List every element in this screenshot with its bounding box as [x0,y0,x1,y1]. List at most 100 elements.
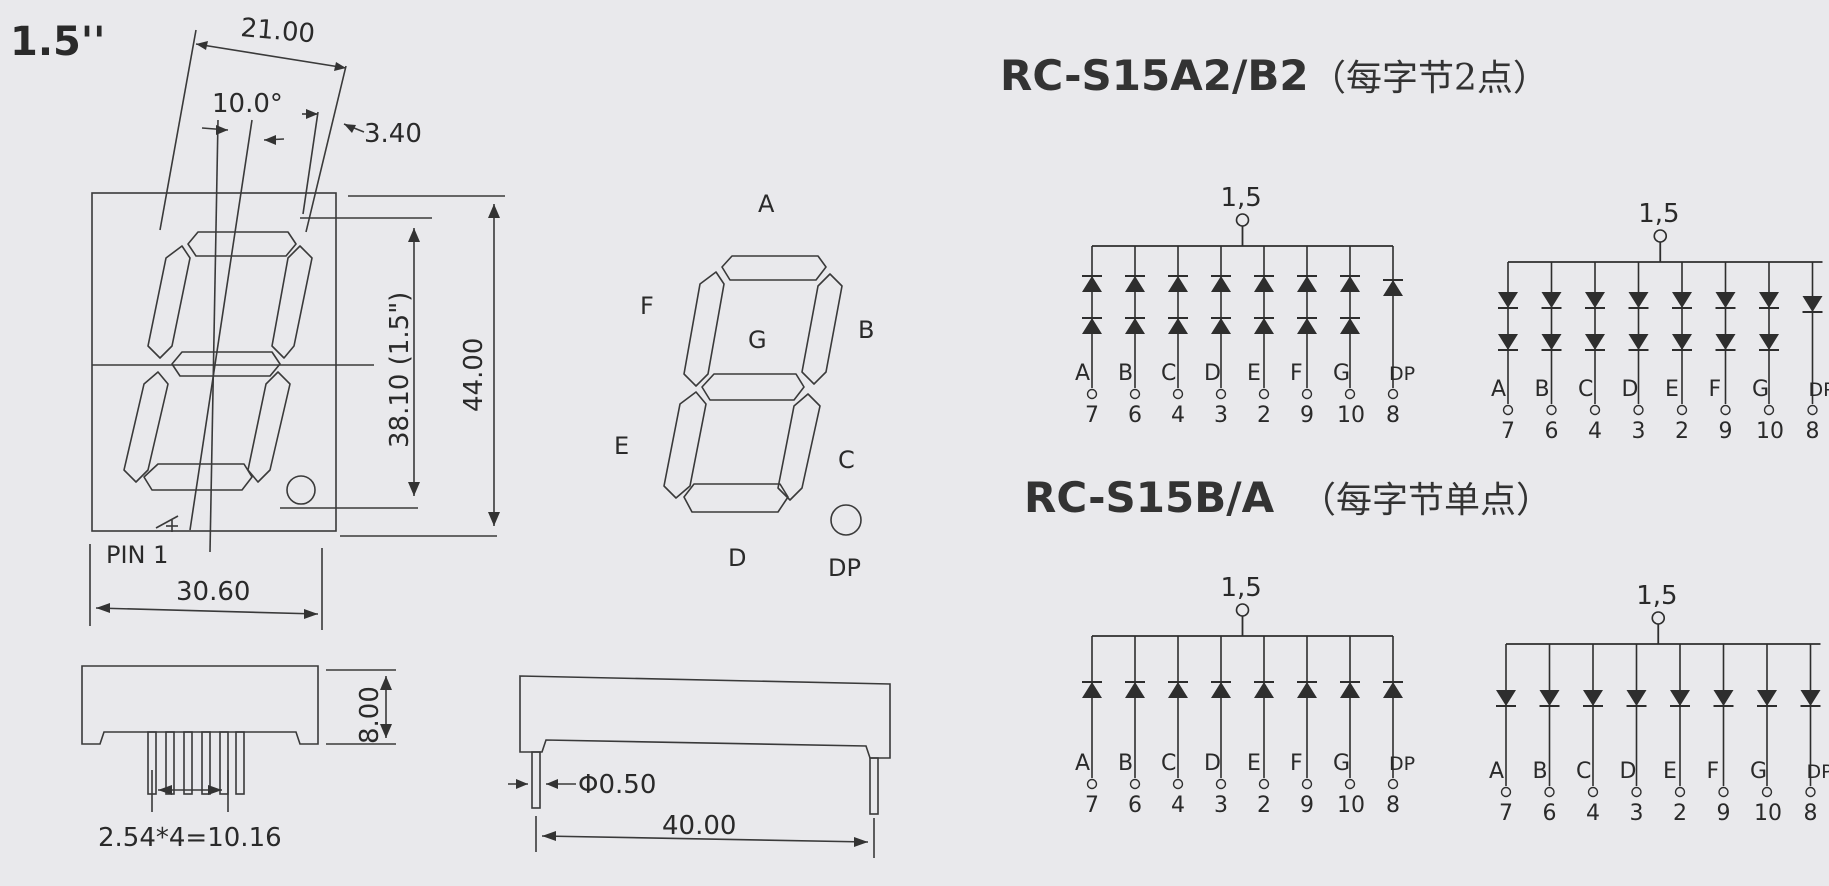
pin-number-label: 6 [1543,801,1557,826]
segment-d-shape [683,483,789,513]
led-diode [1498,334,1518,350]
segment-d-label: D [728,544,746,572]
segment-diagram: A B C D E F G DP [614,190,874,582]
led-diode [1759,292,1779,308]
segment-pin-terminal [1258,778,1270,790]
led-diode [1670,690,1690,706]
pin-number-label: 2 [1257,793,1271,818]
circuit-1-title-cn: （每字节2点） [1310,58,1549,99]
dim-digit-height: 38.10 (1.5") [385,292,415,448]
segment-dp-label: DP [828,554,861,582]
pin-number-label: 9 [1300,403,1314,428]
segment-pin-terminal [1546,404,1557,416]
segment-name-label: A [1489,759,1504,784]
segment-pin-terminal [1674,786,1686,798]
led-diode [1211,682,1231,698]
dim-width-bottom: 30.60 [176,577,250,607]
led-diode [1168,682,1188,698]
led-diode [1715,334,1736,350]
pin-number-label: 7 [1085,403,1099,428]
segment-name-label: DP [1807,761,1829,783]
segment-pin-terminal [1761,786,1773,798]
pin-number-label: 8 [1386,793,1400,818]
segment-pin-terminal [1500,786,1512,798]
segment-pin-terminal [1633,404,1644,416]
led-diode [1168,318,1188,334]
circuit-2-title-cn: （每字节单点） [1300,480,1552,521]
led-diode [1672,334,1692,350]
pin-number-label: 2 [1673,801,1687,826]
segment-name-label: E [1247,751,1261,776]
common-pin-label: 1,5 [1221,183,1262,213]
led-diode [1583,690,1603,706]
segment-pin-terminal [1301,778,1313,790]
segment-name-label: C [1161,751,1176,776]
segment-name-label: G [1752,377,1769,402]
circuit-2-title: RC-S15B/A [1024,473,1275,522]
common-pin-terminal [1653,229,1668,243]
segment-pin-terminal [1215,778,1227,790]
segment-pin-terminal [1720,404,1731,416]
pin-number-label: 3 [1214,793,1228,818]
segment-pin-terminal [1631,786,1642,798]
pin-number-label: 8 [1806,419,1820,444]
pin-number-label: 2 [1257,403,1271,428]
segment-a-label: A [758,190,775,218]
segment-pin-terminal [1805,786,1816,798]
segment-pin-terminal [1718,786,1729,798]
side-view: 8.00 2.54*4=10.16 [81,665,396,853]
segment-name-label: B [1118,751,1133,776]
circuit-diagrams: 1,5A7B6C4D3E2F9G10DP81,5A7B6C4D3E2F9G10D… [1075,183,1829,826]
segment-name-label: B [1118,361,1133,386]
pin-number-label: 10 [1754,801,1782,826]
segment-name-label: F [1290,361,1303,386]
led-diode [1800,690,1821,706]
led-diode [1340,682,1360,698]
segment-g-shape [701,373,805,401]
segment-pin-terminal [1129,778,1141,790]
segment-name-label: F [1709,377,1722,402]
pin-number-label: 6 [1128,403,1142,428]
segment-name-label: D [1620,759,1637,784]
led-diode [1340,318,1360,334]
segment-name-label: G [1333,751,1350,776]
led-diode [1628,292,1649,308]
pin-number-label: 7 [1499,801,1513,826]
segment-pin-terminal [1387,778,1399,790]
segment-e-label: E [614,432,629,460]
segment-name-label: D [1204,361,1221,386]
pin-number-label: 7 [1085,793,1099,818]
led-diode [1802,296,1823,312]
segment-pin-terminal [1587,786,1599,798]
segment-f-label: F [640,292,654,320]
dim-digit-segments [123,231,316,505]
pin-number-label: 6 [1128,793,1142,818]
led-diode [1254,682,1274,698]
led-diode [1628,334,1649,350]
common-pin-label: 1,5 [1636,581,1677,611]
display-body-outline [91,192,337,532]
led-diode [1585,292,1605,308]
pin-number-label: 4 [1588,419,1602,444]
led-diode [1672,292,1692,308]
size-label: 1.5'' [10,19,105,65]
led-diode [1168,276,1188,292]
led-diode [1082,682,1102,698]
segment-g-label: G [748,326,767,354]
pin1-label: PIN 1 [106,541,168,569]
pin-number-label: 4 [1171,793,1185,818]
segment-b-label: B [858,316,874,344]
dim-angle: 10.0° [212,89,283,119]
led-diode [1541,334,1562,350]
led-diode [1383,280,1403,296]
segment-e-shape [663,391,707,499]
segment-name-label: C [1161,361,1176,386]
segment-pin-terminal [1129,388,1141,400]
pin-number-label: 3 [1214,403,1228,428]
segment-name-label: DP [1389,363,1415,385]
common-pin-terminal [1235,213,1250,227]
segment-c-label: C [838,446,855,474]
pin-number-label: 4 [1171,403,1185,428]
segment-name-label: D [1622,377,1639,402]
